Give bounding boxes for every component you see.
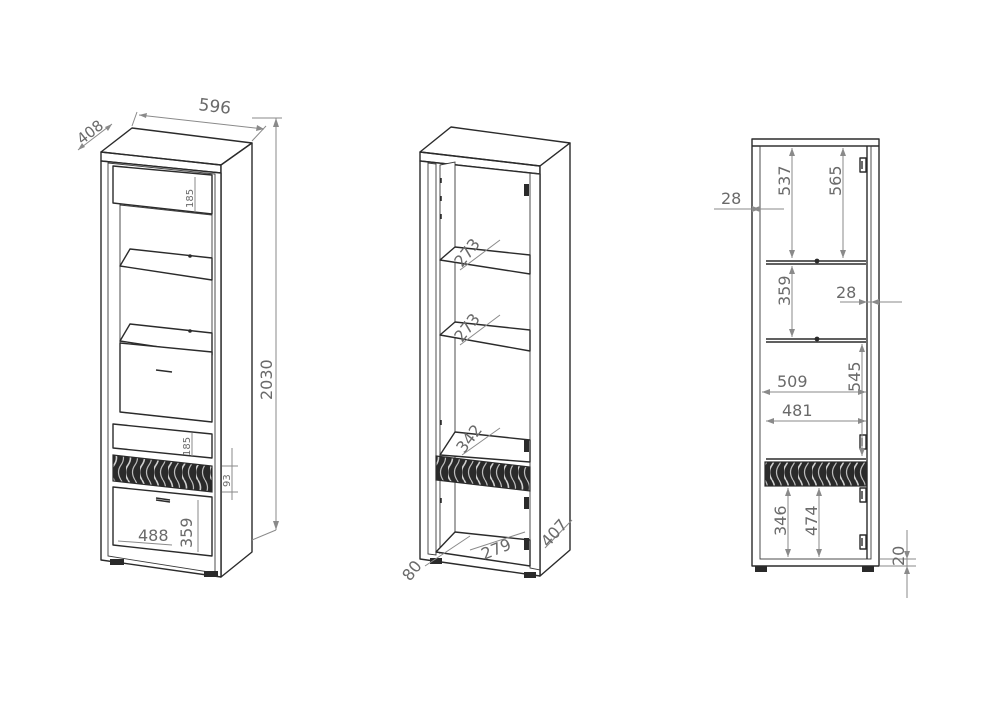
top-drawer bbox=[112, 165, 213, 215]
open-cabinet-inner-left bbox=[427, 162, 437, 556]
lower-drawer bbox=[112, 423, 213, 459]
open-base bbox=[435, 531, 531, 567]
open-shelf-2 bbox=[439, 321, 531, 352]
dim-label-plinth: 20 bbox=[889, 546, 908, 566]
hinge-icon bbox=[524, 184, 529, 196]
dim-label-inner-width: 509 bbox=[777, 372, 808, 391]
decorative-wave-panel bbox=[112, 454, 213, 493]
open-cabinet-side bbox=[539, 142, 571, 577]
ortho-hinge-icon bbox=[859, 487, 867, 503]
shelf-pin bbox=[188, 329, 192, 333]
foot-right bbox=[204, 571, 218, 577]
open-decorative-panel bbox=[435, 455, 531, 492]
bottom-drawer-handle bbox=[155, 497, 171, 501]
open-cabinet-cavity bbox=[439, 161, 456, 555]
open-perspective-view: 273 273 342 80 279 407 bbox=[398, 126, 573, 585]
front-perspective-view: 596 408 2030 185 185 93 359 488 bbox=[73, 95, 282, 578]
foot-left bbox=[110, 559, 124, 565]
dim-label-side-right: 28 bbox=[836, 283, 856, 302]
open-cabinet-front bbox=[419, 160, 541, 577]
ortho-outer-frame bbox=[751, 138, 880, 567]
hinge-icon bbox=[524, 538, 529, 550]
flap-door bbox=[119, 342, 213, 423]
open-shelf-1 bbox=[439, 246, 531, 275]
dim-label-base-offset: 80 bbox=[398, 557, 426, 585]
shelf-pin bbox=[188, 254, 192, 258]
dim-label-top-section: 537 bbox=[775, 165, 794, 196]
dim-label-lower-drawer: 185 bbox=[182, 437, 193, 456]
dim-label-lower-width: 481 bbox=[782, 401, 813, 420]
dim-label-bottom-width: 488 bbox=[138, 526, 169, 545]
hinge-icon bbox=[524, 497, 529, 509]
dim-label-bottom-left: 346 bbox=[771, 505, 790, 536]
dim-label-width: 596 bbox=[197, 95, 232, 119]
dim-label-depth: 408 bbox=[73, 116, 107, 148]
ortho-foot-right bbox=[862, 566, 874, 572]
ortho-hinge-icon bbox=[859, 534, 867, 550]
dim-label-height: 2030 bbox=[257, 359, 276, 400]
dim-label-bottom-right: 474 bbox=[802, 505, 821, 536]
hinge-icon bbox=[524, 440, 529, 452]
bottom-drawer bbox=[112, 486, 213, 557]
ortho-hinge-icon bbox=[859, 157, 867, 173]
dim-label-lower-section: 545 bbox=[845, 361, 864, 392]
dim-label-panel: 93 bbox=[222, 474, 233, 487]
dim-label-top-drawer: 185 bbox=[185, 189, 196, 208]
dim-label-bottom-drawer: 359 bbox=[177, 517, 196, 548]
open-door-frame bbox=[529, 172, 541, 571]
dim-label-top-section-total: 565 bbox=[826, 165, 845, 196]
bottom-drawer-handle bbox=[155, 499, 171, 503]
cabinet-side-panel bbox=[220, 142, 253, 578]
ortho-inner-frame bbox=[759, 145, 872, 560]
ortho-foot-left bbox=[755, 566, 767, 572]
dim-label-side-left: 28 bbox=[721, 189, 741, 208]
open-foot-left bbox=[430, 558, 442, 564]
open-foot-right bbox=[524, 572, 536, 578]
dim-line-width bbox=[138, 114, 265, 130]
flap-handle bbox=[155, 369, 173, 373]
dim-label-middle-section: 359 bbox=[775, 275, 794, 306]
ortho-decorative-panel bbox=[764, 461, 867, 487]
front-orthographic-view: 28 537 565 359 28 545 509 481 bbox=[714, 138, 916, 598]
